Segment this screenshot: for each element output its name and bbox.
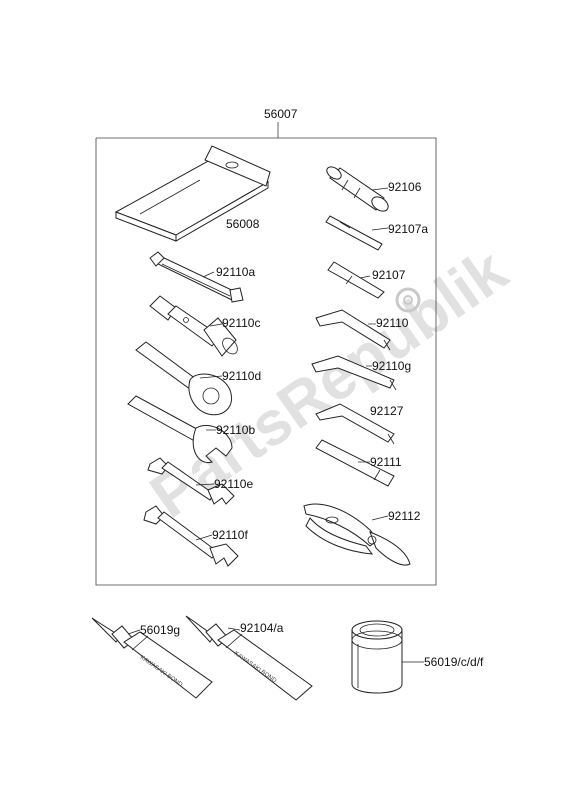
label-92106: 92106 bbox=[388, 180, 422, 194]
kit-label: 56007 bbox=[264, 107, 298, 121]
tool-92111 bbox=[315, 439, 395, 487]
leader-92104a bbox=[227, 627, 241, 631]
label-92111: 92111 bbox=[370, 455, 402, 469]
tool-92106 bbox=[326, 166, 389, 212]
label-92110: 92110 bbox=[376, 316, 409, 330]
leader-92110f bbox=[195, 534, 213, 541]
label-56019cdf: 56019/c/d/f bbox=[424, 655, 484, 669]
leader-92110c bbox=[209, 323, 223, 327]
label-92107a: 92107a bbox=[388, 222, 428, 236]
tool-92107a bbox=[325, 215, 383, 251]
tool-92110b bbox=[127, 395, 233, 464]
leader-92107a bbox=[371, 227, 389, 231]
label-92110f: 92110f bbox=[212, 528, 248, 542]
tool-92107 bbox=[327, 261, 385, 299]
label-92110d: 92110d bbox=[222, 369, 261, 383]
label-92110c: 92110c bbox=[222, 316, 260, 330]
leader-92107 bbox=[359, 275, 371, 279]
kit-frame bbox=[95, 137, 437, 586]
leader-92106 bbox=[371, 187, 389, 191]
leader-56019g bbox=[127, 629, 141, 635]
tool-92110d bbox=[135, 341, 232, 416]
label-92110a: 92110a bbox=[216, 265, 255, 279]
tool-92127 bbox=[315, 403, 395, 445]
part-56019cdf bbox=[351, 620, 403, 694]
leader-92112 bbox=[371, 515, 389, 521]
leader-92110d bbox=[199, 375, 223, 379]
label-92110b: 92110b bbox=[216, 423, 255, 437]
label-92110g: 92110g bbox=[372, 359, 411, 373]
tool-92110 bbox=[315, 309, 391, 351]
label-92127: 92127 bbox=[370, 404, 404, 418]
label-92104a: 92104/a bbox=[240, 621, 284, 635]
tool-92110f bbox=[143, 505, 239, 567]
tool-92110g bbox=[311, 355, 397, 391]
leader-92110e bbox=[195, 483, 215, 486]
label-92110e: 92110e bbox=[214, 477, 253, 491]
tool-92110e bbox=[147, 457, 235, 505]
label-56008: 56008 bbox=[226, 217, 260, 231]
tool-92110c bbox=[149, 295, 238, 357]
tool-92110a bbox=[149, 251, 244, 303]
label-92107: 92107 bbox=[372, 268, 406, 282]
tool-92112 bbox=[303, 503, 411, 566]
leader-92110a bbox=[202, 271, 215, 278]
label-92112: 92112 bbox=[388, 509, 421, 523]
gear-icon bbox=[395, 287, 421, 313]
label-56019g: 56019g bbox=[140, 623, 180, 637]
tool-bag-56008 bbox=[114, 145, 271, 242]
